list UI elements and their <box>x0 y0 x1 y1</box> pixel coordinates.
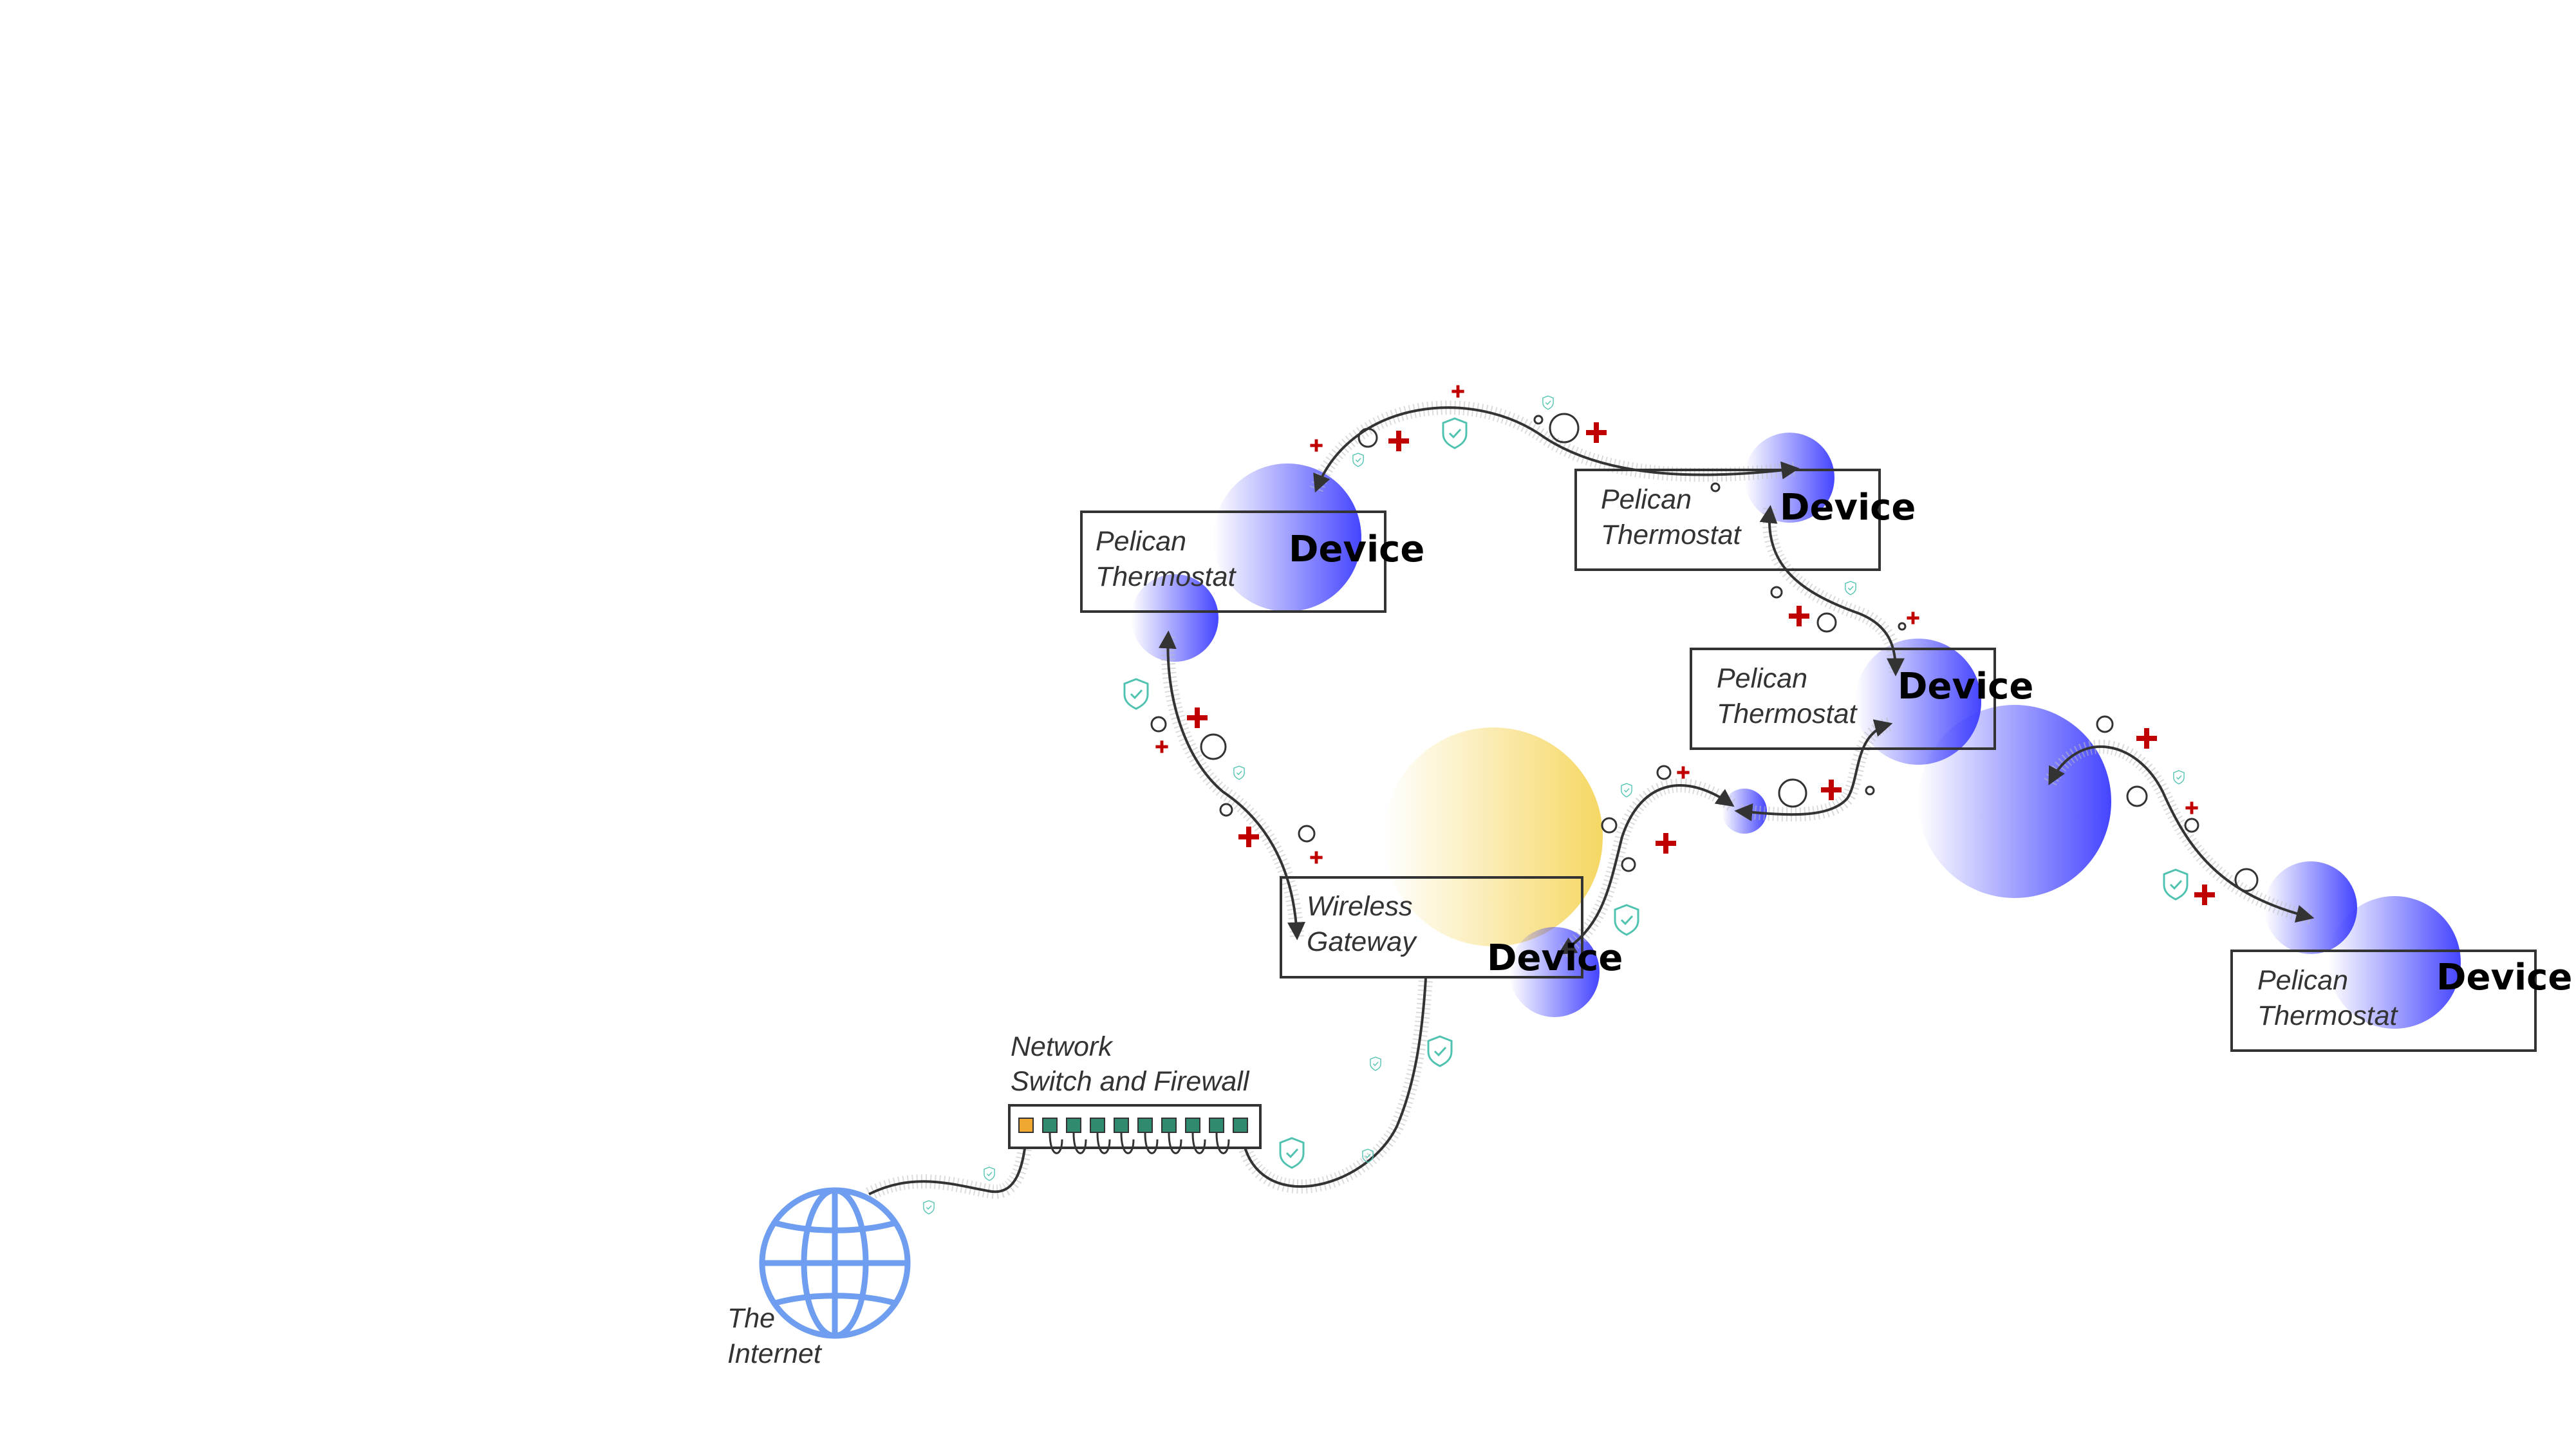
wireless-gateway-node: Wireless Gateway Device <box>1280 876 1623 979</box>
network-switch-icon <box>1008 1104 1262 1154</box>
thermostat-node-3: Pelican Thermostat Device <box>1690 648 2033 750</box>
thermostat-node-4: Pelican Thermostat Device <box>2230 950 2572 1052</box>
shield-icon <box>1845 581 1856 595</box>
gateway-glow <box>1384 727 1603 946</box>
shield-icon <box>923 1200 935 1215</box>
link-gateway-thermostat-1 <box>1158 630 1306 941</box>
link-relay-gateway-device <box>1558 784 1735 955</box>
thermostat-1-label: Pelican Thermostat <box>1096 526 1237 592</box>
internet-label: The Internet <box>727 1303 823 1369</box>
link-thermostat-3-relay <box>1734 719 1893 821</box>
switch-ports <box>1018 1118 1248 1133</box>
thermostat-node-1: Pelican Thermostat Device <box>1080 510 1424 613</box>
shield-icon <box>1233 765 1245 780</box>
thermostat-4-label: Pelican Thermostat <box>2257 965 2399 1031</box>
device-blob-thermostat-1 <box>1213 464 1361 612</box>
shield-icon <box>1279 1137 1305 1169</box>
shield-icon <box>2173 770 2185 785</box>
link-switch-gateway <box>1241 978 1427 1188</box>
shield-icon <box>1370 1056 1381 1071</box>
thermostat-4-device-label: Device <box>2436 957 2572 998</box>
thermostat-node-2: Pelican Thermostat Device <box>1574 469 1916 571</box>
ring-markers <box>1150 413 2259 892</box>
gateway-device-label: Device <box>1487 937 1623 979</box>
connection-links <box>866 400 2315 1201</box>
shield-icon <box>1621 783 1632 798</box>
link-internet-switch <box>868 1132 1028 1195</box>
globe-icon <box>759 1187 911 1339</box>
thermostat-3-label: Pelican Thermostat <box>1717 663 1858 729</box>
shield-icon <box>1542 395 1554 410</box>
shield-icon <box>1427 1035 1453 1067</box>
shield-icon <box>1352 453 1364 467</box>
switch-label: Network Switch and Firewall <box>1011 1031 1250 1097</box>
gateway-label: Wireless Gateway <box>1307 891 1420 957</box>
link-thermostat-1-thermostat-2 <box>1313 406 1800 493</box>
thermostat-1-device-label: Device <box>1289 529 1424 570</box>
device-blob-thermostat-4-large <box>2328 896 2461 1029</box>
shield-icon <box>1123 678 1149 710</box>
thermostat-3-device-label: Device <box>1898 666 2033 707</box>
shield-icon <box>1614 904 1639 936</box>
thermostat-2-device-label: Device <box>1780 487 1916 529</box>
shield-icon <box>1442 417 1468 449</box>
thermostat-2-label: Pelican Thermostat <box>1601 484 1742 550</box>
device-blob-large <box>1918 705 2111 898</box>
shield-icon <box>2163 868 2189 901</box>
shield-icon <box>984 1166 995 1181</box>
switch-cables <box>1049 1132 1230 1154</box>
